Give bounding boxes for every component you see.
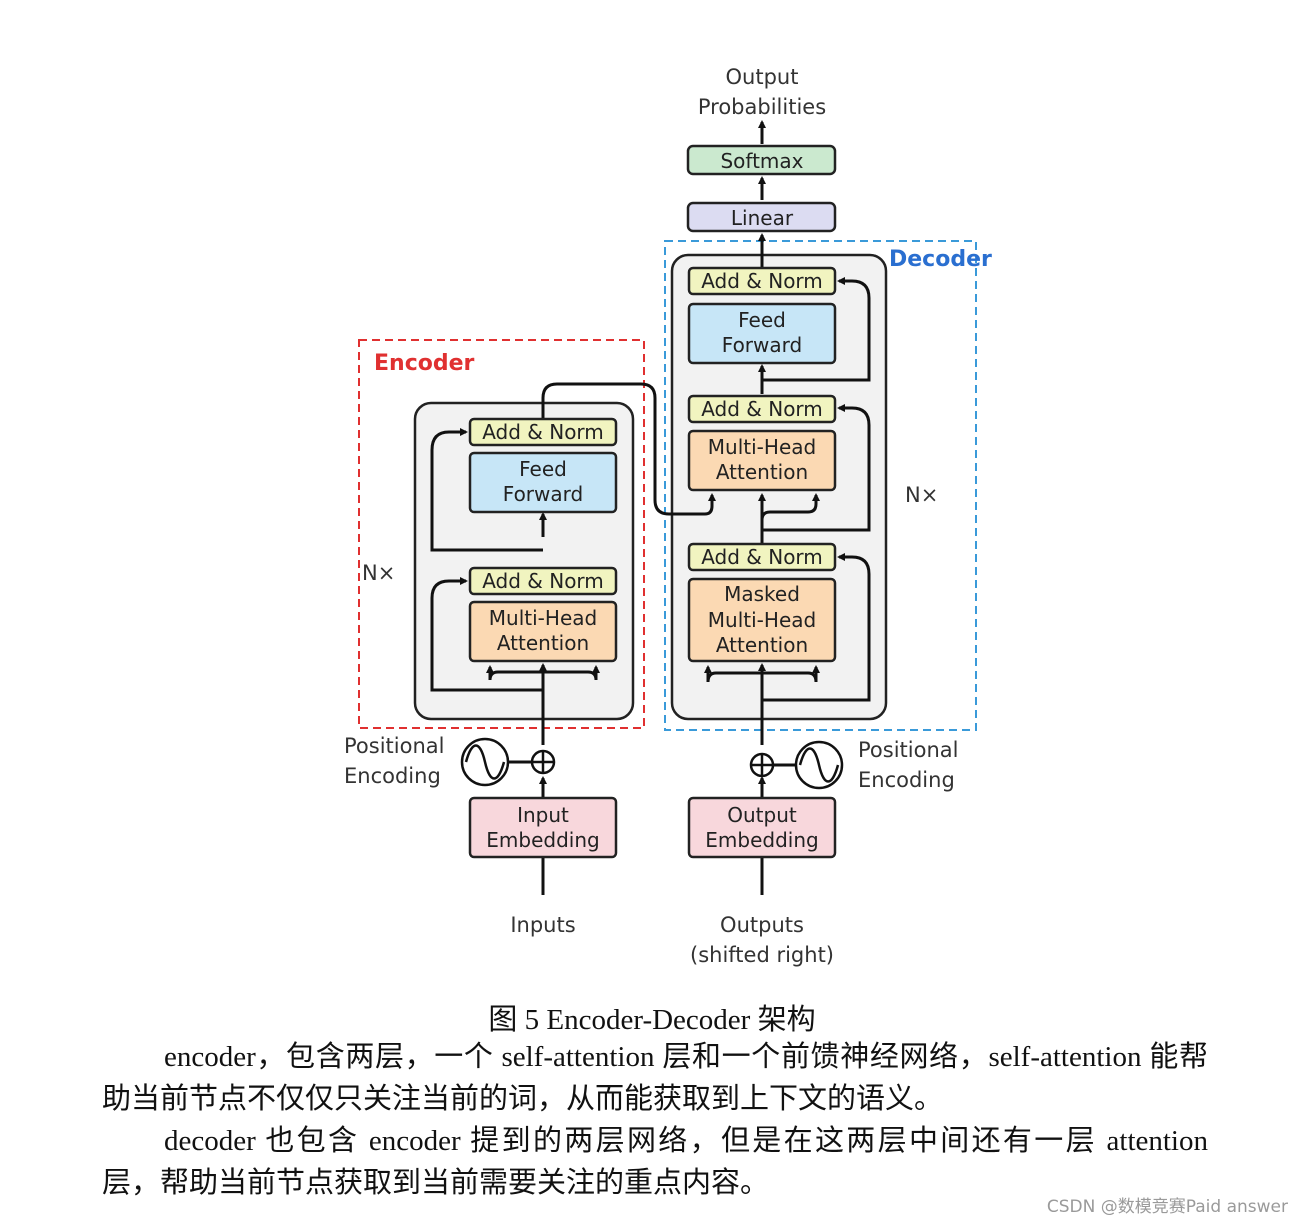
input-embedding-label-2: Embedding [486,828,599,852]
paragraph-decoder: decoder 也包含 encoder 提到的两层网络，但是在这两层中间还有一层… [102,1125,1208,1199]
decoder-masked-multi-head-attention [687,577,837,663]
decoder-tag: Decoder [889,247,992,272]
decoder-masked-label-3: Attention [716,633,808,657]
decoder-nx-label: N× [905,483,938,507]
encoder-add-norm-1-label: Add & Norm [482,569,604,593]
decoder-dashed-border [664,240,977,731]
decoder-feed-forward-label-1: Feed [738,308,786,332]
decoder-add-circle-icon [749,752,775,778]
figure-caption: 图 5 Encoder-Decoder 架构 [488,1004,816,1036]
decoder-add-norm-2-label: Add & Norm [701,397,823,421]
decoder-mha-label-2: Attention [716,460,808,484]
decoder-sine-wave-icon [794,740,844,790]
encoder-positional-label-1: Positional [344,734,444,758]
transformer-diagram: Output Probabilities Softmax Linear Enco… [344,65,992,967]
decoder-add-norm-1-label: Add & Norm [701,545,823,569]
linear-label: Linear [731,206,794,230]
decoder-positional-label-2: Encoding [858,768,955,792]
decoder-positional-label-1: Positional [858,738,958,762]
encoder-mha-label-2: Attention [497,631,589,655]
decoder-masked-label-1: Masked [724,582,800,606]
encoder-add-norm-2-label: Add & Norm [482,420,604,444]
outputs-label-1: Outputs [720,913,804,937]
encoder-add-norm-1 [468,566,618,596]
encoder-add-norm-2 [468,417,618,447]
decoder-add-norm-2 [687,394,837,424]
outputs-label-2: (shifted right) [690,943,834,967]
encoder-feed-forward [468,451,618,514]
decoder-feed-forward [687,302,837,365]
encoder-mha-label-1: Multi-Head [489,606,597,630]
output-probabilities-label-2: Probabilities [698,95,826,119]
csdn-watermark: CSDN @数模竞赛Paid answer [1046,1197,1288,1217]
output-probabilities-label-1: Output [726,65,799,89]
inputs-label: Inputs [510,913,575,937]
softmax-box [686,144,837,176]
decoder-add-norm-1 [687,542,837,572]
encoder-feed-forward-label-2: Forward [503,482,583,506]
encoder-tag: Encoder [374,351,475,376]
encoder-sine-wave-icon [460,737,510,787]
linear-box [686,201,837,233]
input-embedding-box [468,796,618,859]
decoder-add-norm-3-label: Add & Norm [701,269,823,293]
output-embedding-label-1: Output [727,803,797,827]
decoder-masked-label-2: Multi-Head [708,608,816,632]
encoder-positional-label-2: Encoding [344,764,441,788]
decoder-feed-forward-label-2: Forward [722,333,802,357]
output-embedding-label-2: Embedding [705,828,818,852]
softmax-label: Softmax [720,149,803,173]
encoder-add-circle-icon [530,749,556,775]
encoder-dashed-border [358,339,645,729]
encoder-nx-label: N× [362,561,395,585]
output-embedding-box [687,796,837,859]
decoder-multi-head-attention [687,429,837,492]
paragraph-encoder: encoder，包含两层，一个 self-attention 层和一个前馈神经网… [102,1041,1208,1115]
encoder-multi-head-attention [468,600,618,663]
encoder-feed-forward-label-1: Feed [519,457,567,481]
decoder-mha-label-1: Multi-Head [708,435,816,459]
decoder-add-norm-3 [687,266,837,296]
input-embedding-label-1: Input [517,803,569,827]
